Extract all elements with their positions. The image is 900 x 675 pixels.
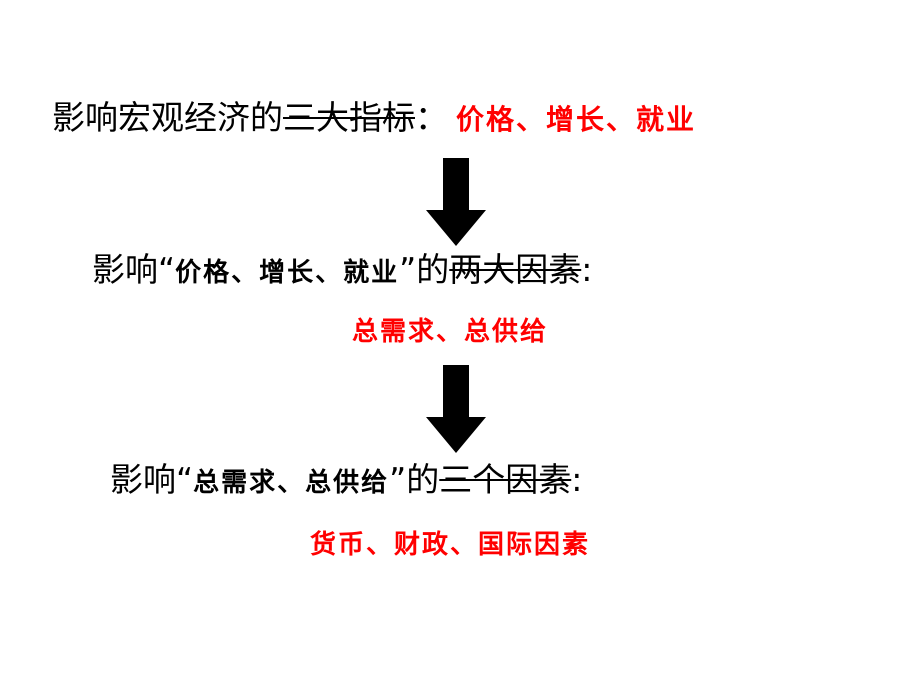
line1-prefix: 影响宏观经济的	[52, 98, 283, 137]
line1-underlined-term: 三大指标	[283, 98, 415, 137]
line4-quoted-terms: 总需求、总供给	[193, 468, 390, 498]
down-arrow-icon	[426, 365, 486, 453]
answer-policy-factors: 货币、财政、国际因素	[0, 525, 900, 565]
line2-close-quote: ”的	[399, 250, 450, 289]
heading-three-factors: 影响“总需求、总供给”的三个因素:	[110, 460, 582, 503]
answer-demand-supply: 总需求、总供给	[0, 312, 900, 352]
line2-prefix: 影响“	[92, 250, 176, 289]
line3-highlight: 总需求、总供给	[351, 317, 548, 347]
down-arrow-icon	[426, 158, 486, 246]
line2-quoted-terms: 价格、增长、就业	[175, 258, 400, 288]
line4-colon: :	[571, 460, 583, 499]
line4-prefix: 影响“	[110, 460, 194, 499]
line5-highlight: 货币、财政、国际因素	[309, 530, 590, 560]
line1-colon: ：	[415, 98, 448, 137]
line2-underlined-term: 两大因素	[449, 250, 582, 289]
line2-colon: :	[581, 250, 593, 289]
line1-highlight: 价格、增长、就业	[456, 103, 697, 136]
heading-two-factors: 影响“价格、增长、就业”的两大因素:	[92, 250, 592, 293]
line4-underlined-term: 三个因素	[439, 460, 572, 499]
line4-close-quote: ”的	[389, 460, 440, 499]
heading-three-indicators: 影响宏观经济的三大指标：价格、增长、就业	[52, 98, 696, 140]
